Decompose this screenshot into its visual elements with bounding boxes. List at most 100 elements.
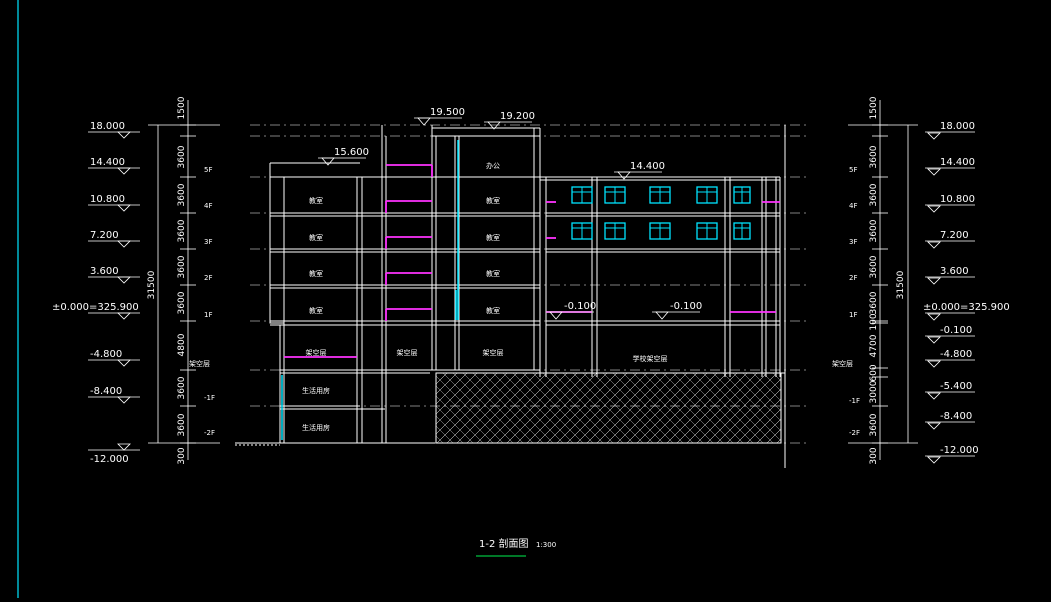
floor-label: 3F	[849, 238, 857, 246]
room-label: 教室	[486, 196, 500, 205]
elevation-label: -8.400	[90, 386, 122, 397]
dimension-label: 1500	[177, 96, 187, 119]
elevation-marker: -4.800	[88, 349, 140, 367]
dimension-label: 3000	[869, 380, 879, 403]
elevation-label: -8.400	[940, 411, 972, 422]
right-dim-texts: 1500360036003600360036001004700600300036…	[869, 96, 879, 464]
elevation-label: 10.800	[940, 194, 975, 205]
elevation-marker: 14.400	[925, 157, 975, 176]
dimension-label: 600	[869, 364, 879, 381]
level-marker: 15.600	[318, 147, 369, 166]
level-label: 19.200	[500, 111, 535, 122]
floor-label: 4F	[204, 202, 212, 210]
room-label: 教室	[309, 269, 323, 278]
window	[604, 186, 626, 204]
elevation-marker: 18.000	[88, 121, 140, 139]
elevation-label: 14.400	[90, 157, 125, 168]
right-dimension-chain	[848, 100, 918, 460]
floor-label: 5F	[849, 166, 857, 174]
elevation-label: 14.400	[940, 157, 975, 168]
stair-railings	[284, 164, 780, 358]
room-label: 架空层	[397, 348, 418, 357]
elevation-marker: 10.800	[88, 194, 140, 212]
elevation-marker: 3.600	[925, 266, 975, 285]
cyan-accents	[281, 140, 459, 440]
level-marker: 19.200	[484, 111, 535, 130]
floor-label: 1F	[204, 311, 212, 319]
dimension-label: 100	[869, 313, 879, 330]
room-label: 生活用房	[302, 386, 330, 395]
floor-label: 1F	[849, 311, 857, 319]
right-elevation-markers: 18.00014.40010.8007.2003.600±0.000=325.9…	[923, 121, 1010, 464]
dimension-label: 3600	[177, 183, 187, 206]
room-label: 办公	[486, 161, 500, 170]
window	[571, 222, 593, 240]
dimension-label: 300	[177, 447, 187, 464]
elevation-label: ±0.000=325.900	[52, 302, 139, 313]
window	[571, 186, 593, 204]
dimension-label: 3600	[177, 291, 187, 314]
room-label: 教室	[486, 306, 500, 315]
dimension-label: 3600	[869, 413, 879, 436]
dimension-label: 300	[869, 447, 879, 464]
elevation-label: -12.000	[940, 445, 979, 456]
elevation-label: -12.000	[90, 454, 129, 465]
elevation-marker: 18.000	[925, 121, 975, 140]
earth-fill	[435, 372, 782, 444]
level-marker: -0.100	[652, 301, 702, 320]
floor-label: 3F	[204, 238, 212, 246]
room-label: 教室	[309, 233, 323, 242]
drawing-title: 1-2 剖面图	[479, 537, 529, 550]
dimension-label: 4800	[177, 333, 187, 356]
floor-label: 2F	[204, 274, 212, 282]
elevation-marker: -12.000	[925, 445, 979, 464]
room-label: 架空层	[483, 348, 504, 357]
elevation-marker: ±0.000=325.900	[52, 302, 140, 320]
dimension-label: 3600	[177, 255, 187, 278]
window	[733, 222, 751, 240]
room-label: 生活用房	[302, 423, 330, 432]
window	[649, 222, 671, 240]
level-label: -0.100	[670, 301, 702, 312]
dimension-label: 3600	[177, 219, 187, 242]
dimension-label: 1500	[869, 96, 879, 119]
left-dim-texts: 1500 3600 3600 3600 3600 3600 4800 3600 3600 300	[177, 96, 187, 464]
dimension-label: 3600	[869, 183, 879, 206]
dimension-label: 4700	[869, 334, 879, 357]
elevation-marker: 3.600	[88, 266, 140, 284]
left-elevation-markers: 18.000 14.400 10.800 7.200 3.600 ±0.000=325.9…	[52, 121, 140, 465]
level-label: 15.600	[334, 147, 369, 158]
room-label: 教室	[486, 269, 500, 278]
level-marker: -0.100	[546, 301, 596, 320]
dimension-label: 3600	[869, 145, 879, 168]
inner-level-markers: -0.100 -0.100	[546, 301, 702, 320]
elevation-marker: 7.200	[88, 230, 140, 248]
elevation-label: 3.600	[90, 266, 119, 277]
elevation-label: 10.800	[90, 194, 125, 205]
window	[696, 186, 718, 204]
dimension-label: 3600	[869, 255, 879, 278]
elevation-marker: -12.000	[88, 443, 140, 465]
elevation-marker: -8.400	[88, 386, 140, 404]
elevation-label: -0.100	[940, 325, 972, 336]
elevation-label: 18.000	[90, 121, 125, 132]
dimension-label: 3600	[869, 219, 879, 242]
dimension-label: 3600	[177, 376, 187, 399]
level-marker: 19.500	[414, 107, 465, 126]
dimension-label: 3600	[177, 413, 187, 436]
elevation-marker: 7.200	[925, 230, 975, 249]
top-level-markers: 19.500 19.200 15.600 14.400	[318, 107, 665, 180]
elevation-label: 7.200	[940, 230, 969, 241]
elevation-marker: -5.400	[925, 381, 975, 400]
room-label: 教室	[309, 306, 323, 315]
room-label: 学校架空层	[633, 354, 668, 363]
floor-label: -1F	[849, 397, 860, 405]
level-label: 14.400	[630, 161, 665, 172]
floor-label: -2F	[849, 429, 860, 437]
room-label: 教室	[486, 233, 500, 242]
dimension-label: 3600	[177, 145, 187, 168]
